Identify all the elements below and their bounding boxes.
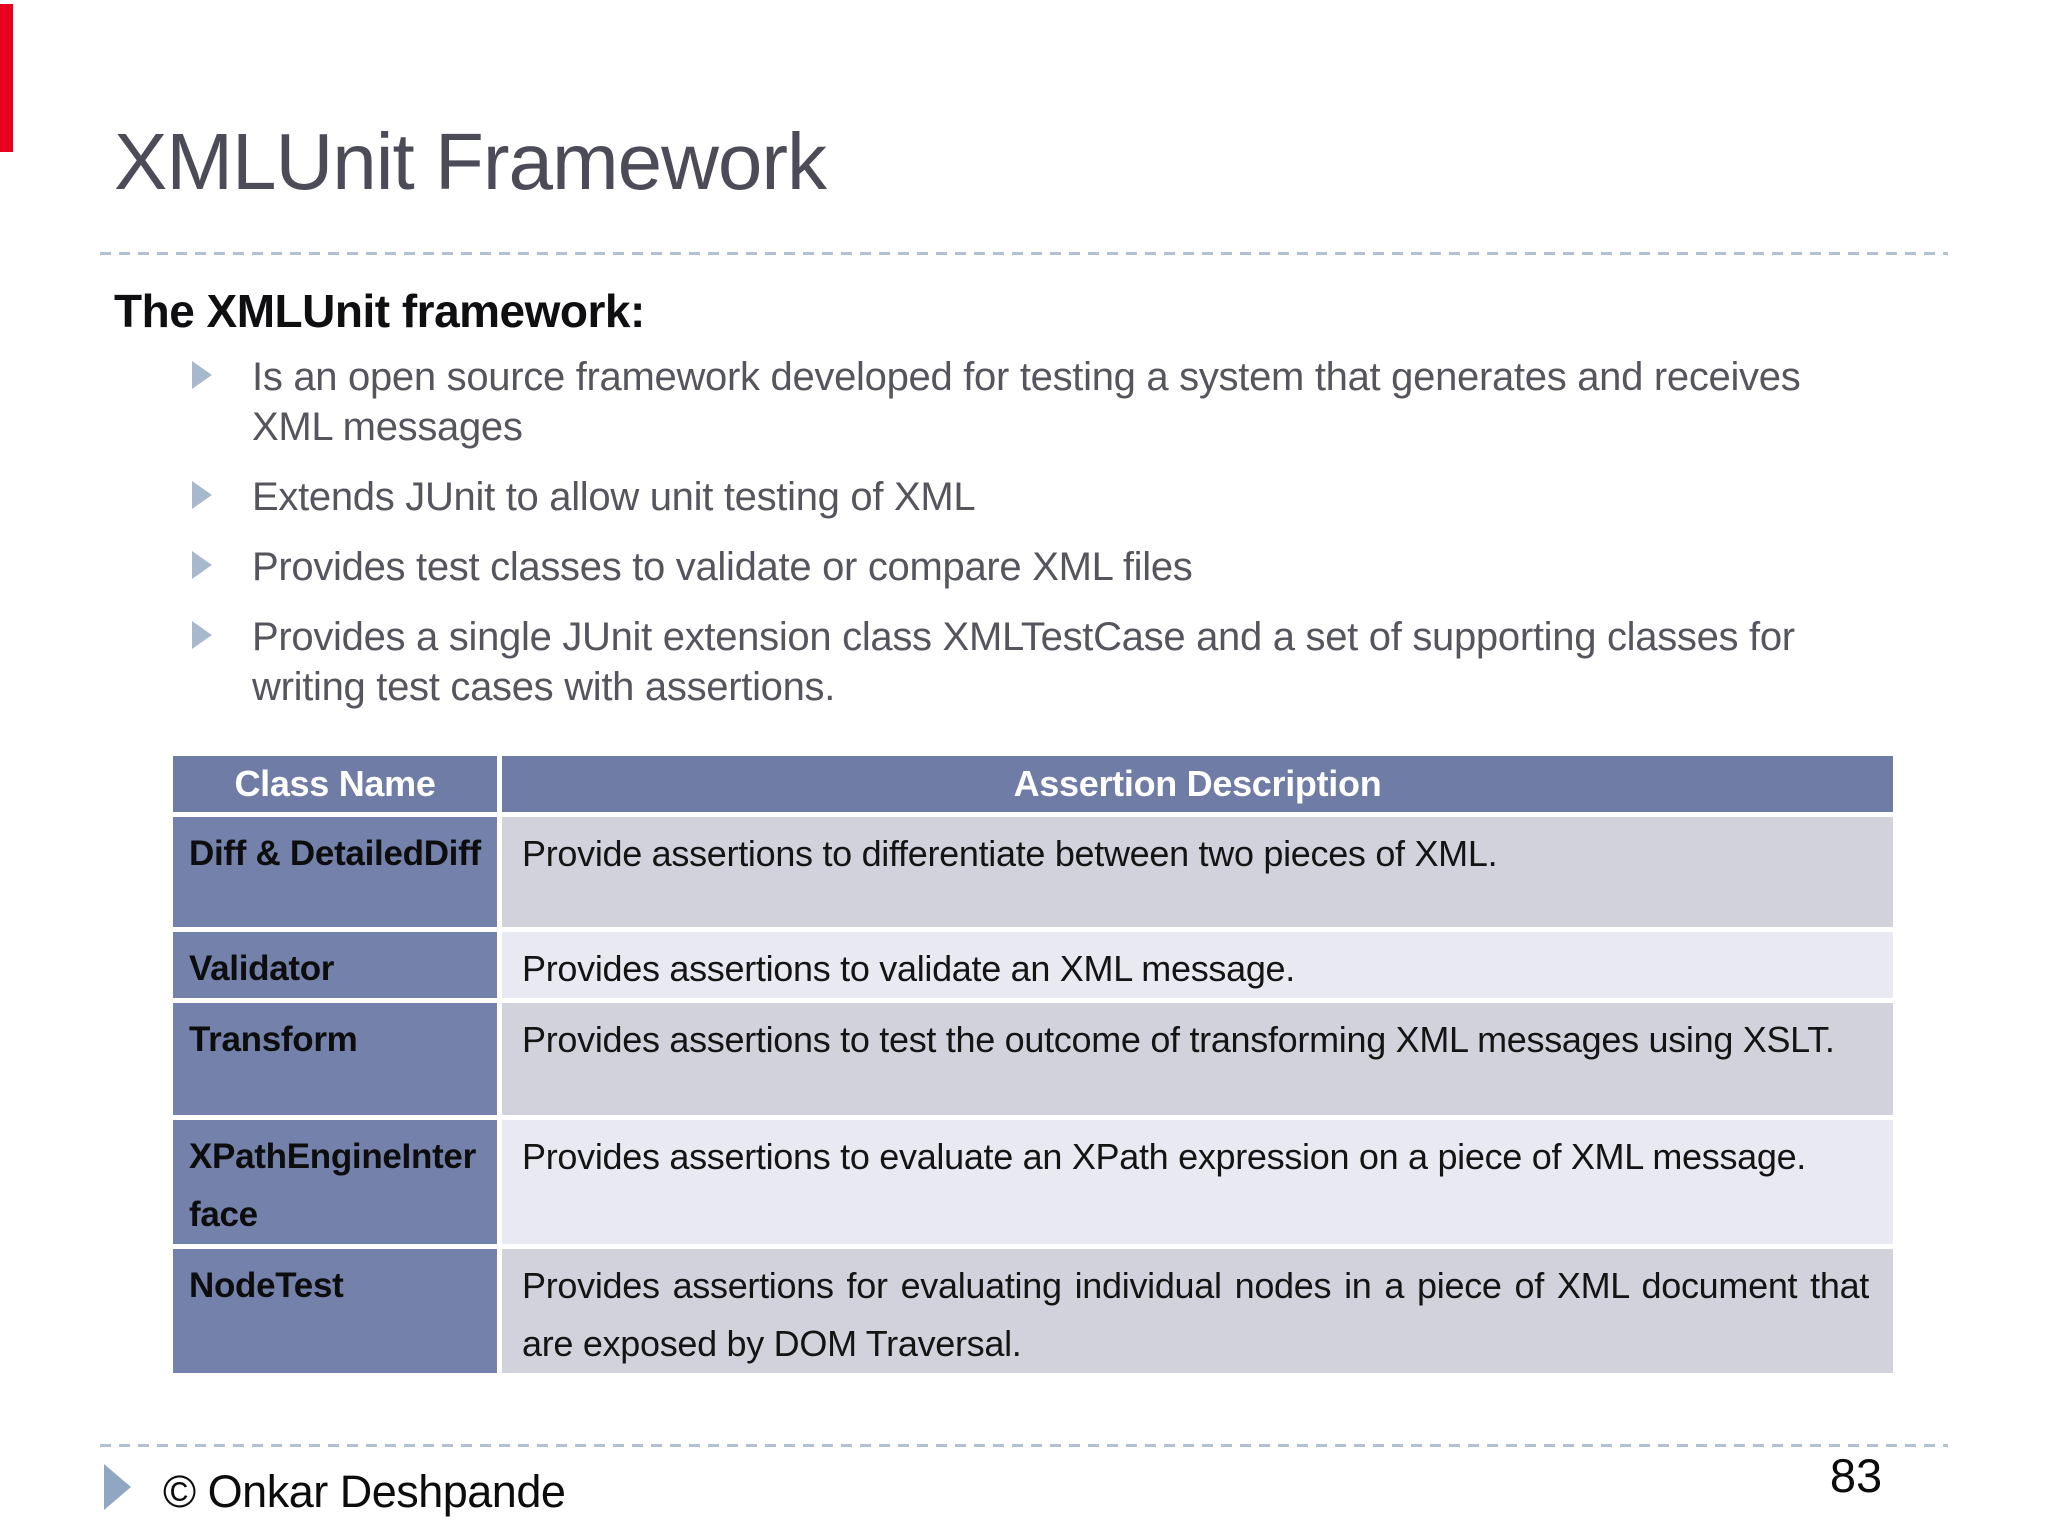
- column-divider: [497, 1003, 502, 1115]
- bullet-item: Provides a single JUnit extension class …: [190, 612, 1860, 712]
- description-cell: Provide assertions to differentiate betw…: [502, 817, 1893, 927]
- table-row: XPathEngineInterface Provides assertions…: [173, 1120, 1893, 1244]
- column-divider: [497, 756, 502, 812]
- bullet-triangle-icon: [192, 621, 212, 649]
- table-row: Diff & DetailedDiff Provide assertions t…: [173, 817, 1893, 927]
- footer-triangle-icon: [104, 1464, 131, 1510]
- class-name-cell: NodeTest: [173, 1249, 497, 1373]
- title-divider: [100, 252, 1948, 255]
- class-name-cell: Diff & DetailedDiff: [173, 817, 497, 927]
- table-row: Transform Provides assertions to test th…: [173, 1003, 1893, 1115]
- column-divider: [497, 932, 502, 998]
- column-divider: [497, 1249, 502, 1373]
- bullet-text: Is an open source framework developed fo…: [252, 355, 1801, 449]
- page-number: 83: [1829, 1449, 1883, 1502]
- bullet-text: Extends JUnit to allow unit testing of X…: [252, 475, 976, 519]
- table-body: Diff & DetailedDiff Provide assertions t…: [173, 817, 1893, 1373]
- table-header-row: Class Name Assertion Description: [173, 756, 1893, 812]
- class-name-cell: XPathEngineInterface: [173, 1120, 497, 1244]
- bullet-triangle-icon: [192, 551, 212, 579]
- bullet-item: Is an open source framework developed fo…: [190, 352, 1860, 452]
- bullet-text: Provides test classes to validate or com…: [252, 545, 1193, 589]
- description-cell: Provides assertions for evaluating indiv…: [502, 1249, 1893, 1373]
- bullet-list: Is an open source framework developed fo…: [190, 352, 1860, 732]
- description-cell: Provides assertions to evaluate an XPath…: [502, 1120, 1893, 1244]
- bullet-text: Provides a single JUnit extension class …: [252, 615, 1795, 709]
- lead-heading: The XMLUnit framework:: [114, 285, 645, 337]
- footer-divider: [100, 1444, 1948, 1447]
- red-marker-bar: [0, 4, 13, 152]
- column-header-assertion-description: Assertion Description: [502, 756, 1893, 812]
- page-title: XMLUnit Framework: [114, 117, 827, 206]
- bullet-item: Extends JUnit to allow unit testing of X…: [190, 472, 1860, 522]
- table-row: NodeTest Provides assertions for evaluat…: [173, 1249, 1893, 1373]
- bullet-triangle-icon: [192, 361, 212, 389]
- description-cell: Provides assertions to validate an XML m…: [502, 932, 1893, 998]
- class-name-cell: Transform: [173, 1003, 497, 1115]
- assertion-table: Class Name Assertion Description Diff & …: [173, 756, 1893, 1373]
- table-row: Validator Provides assertions to validat…: [173, 932, 1893, 998]
- column-divider: [497, 817, 502, 927]
- class-name-cell: Validator: [173, 932, 497, 998]
- column-divider: [497, 1120, 502, 1244]
- column-header-class-name: Class Name: [173, 756, 497, 812]
- description-cell: Provides assertions to test the outcome …: [502, 1003, 1893, 1115]
- bullet-triangle-icon: [192, 481, 212, 509]
- bullet-item: Provides test classes to validate or com…: [190, 542, 1860, 592]
- copyright-text: © Onkar Deshpande: [163, 1466, 566, 1517]
